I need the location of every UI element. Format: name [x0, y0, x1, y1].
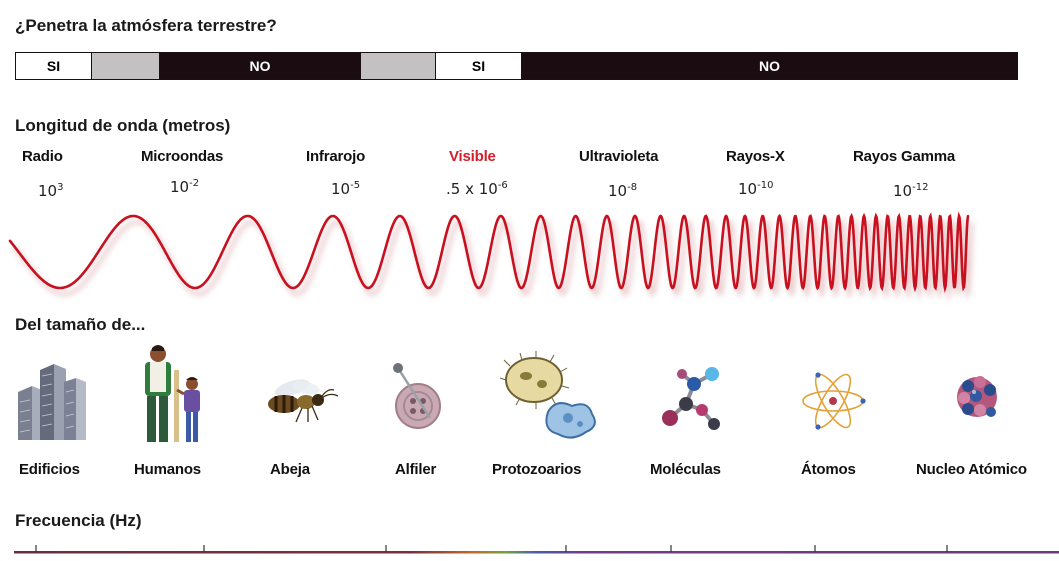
atmosphere-segment-si-2: SI — [436, 53, 522, 79]
wave-line — [8, 211, 970, 294]
atmosphere-segment-partial-1 — [92, 53, 160, 79]
wavelength-gamma: 10-12 — [893, 182, 929, 200]
wavelength-ultraviolet: 10-8 — [608, 182, 638, 200]
frequency-axis-line — [14, 551, 1059, 554]
size-label-nucleus: Nucleo Atómico — [916, 461, 1027, 478]
atmosphere-penetration-bar: SI NO SI NO — [15, 52, 1018, 80]
protozoa-icon — [499, 351, 596, 439]
band-gamma: Rayos Gamma — [853, 148, 956, 165]
nucleus-icon — [957, 376, 997, 417]
atmosphere-segment-no-1: NO — [160, 53, 360, 79]
size-label-protozoa: Protozoarios — [492, 461, 582, 478]
band-microwave: Microondas — [141, 148, 224, 165]
atmosphere-title: ¿Penetra la atmósfera terrestre? — [15, 16, 277, 35]
size-label-pin: Alfiler — [395, 461, 437, 478]
wavelength-xray: 10-10 — [738, 180, 774, 198]
bee-icon — [268, 379, 339, 423]
size-label-buildings: Edificios — [19, 461, 80, 478]
band-radio: Radio — [22, 148, 63, 165]
wavelength-microwave: 10-2 — [170, 178, 200, 196]
wavelength-radio: 103 — [38, 182, 64, 200]
band-ultraviolet: Ultravioleta — [579, 148, 659, 165]
wavelength-title: Longitud de onda (metros) — [15, 116, 231, 135]
pin-icon — [393, 363, 441, 429]
electromagnetic-wave — [8, 211, 974, 302]
atmosphere-segment-partial-2 — [360, 53, 436, 79]
band-visible: Visible — [449, 148, 496, 165]
size-label-humans: Humanos — [134, 461, 201, 478]
band-infrared: Infrarojo — [306, 148, 366, 165]
humans-icon — [145, 345, 200, 442]
atom-icon — [802, 372, 866, 430]
molecule-icon — [662, 367, 720, 430]
frequency-axis — [14, 545, 1059, 554]
wavelength-infrared: 10-5 — [331, 180, 361, 198]
size-title: Del tamaño de... — [15, 315, 146, 334]
size-label-bee: Abeja — [270, 461, 310, 478]
frequency-title: Frecuencia (Hz) — [15, 511, 142, 530]
buildings-icon — [18, 364, 86, 440]
wavelength-visible: .5 x 10-6 — [446, 180, 508, 198]
atmosphere-segment-si-1: SI — [16, 53, 92, 79]
band-xray: Rayos-X — [726, 148, 785, 165]
atmosphere-segment-no-2: NO — [522, 53, 1017, 79]
size-label-atoms: Átomos — [801, 461, 856, 478]
size-label-molecules: Moléculas — [650, 461, 721, 478]
